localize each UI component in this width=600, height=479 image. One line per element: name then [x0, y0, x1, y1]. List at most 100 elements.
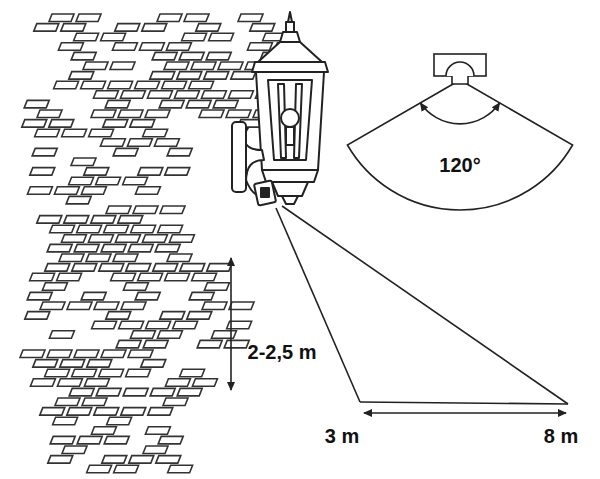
brick [143, 129, 168, 137]
brick [64, 216, 89, 224]
brick [101, 244, 126, 252]
brick [91, 110, 116, 118]
brick [69, 388, 94, 396]
brick [62, 446, 87, 454]
brick [213, 100, 238, 108]
brick [135, 187, 160, 195]
brick [71, 158, 96, 166]
brick [77, 225, 102, 233]
distance-dimension: 8 m [544, 426, 578, 446]
brick [59, 254, 84, 262]
brick [115, 235, 140, 243]
brick [77, 436, 102, 444]
brick [189, 81, 214, 89]
sector-outline [320, 40, 600, 230]
brick [83, 62, 108, 70]
brick [20, 350, 45, 358]
angle-label: 120° [439, 155, 480, 175]
brick [123, 177, 148, 185]
brick [196, 24, 221, 32]
brick [55, 398, 80, 406]
brick [91, 216, 116, 224]
brick [168, 465, 193, 473]
brick [197, 340, 222, 348]
brick [103, 120, 128, 128]
brick [163, 398, 188, 406]
brick [24, 100, 49, 108]
brick [118, 110, 143, 118]
brick [167, 148, 192, 156]
brick [166, 43, 191, 51]
brick [94, 408, 119, 416]
brick [74, 350, 99, 358]
brick [30, 379, 55, 387]
brick [112, 43, 137, 51]
brick [108, 81, 133, 89]
brick [165, 379, 190, 387]
brick [88, 235, 113, 243]
brick [164, 62, 189, 70]
brick [160, 312, 185, 320]
brick [40, 408, 65, 416]
brick [49, 14, 74, 22]
brick [67, 408, 92, 416]
brick [131, 225, 156, 233]
brick [54, 81, 79, 89]
brick [135, 81, 160, 89]
brick [160, 206, 185, 214]
brick [94, 302, 119, 310]
brick [60, 360, 85, 368]
brick [139, 43, 164, 51]
brick [226, 110, 251, 118]
brick [192, 273, 217, 281]
brick [111, 273, 136, 281]
brick [199, 110, 224, 118]
brick [127, 139, 152, 147]
brick [66, 196, 91, 204]
brick [157, 331, 182, 339]
brick [50, 436, 75, 444]
brick [115, 24, 140, 32]
brick [247, 43, 272, 51]
brick [22, 120, 47, 128]
brick [152, 52, 177, 60]
brick [61, 24, 86, 32]
brick [74, 33, 99, 41]
brick [169, 235, 194, 243]
brick [114, 465, 139, 473]
brick [186, 100, 211, 108]
brick [91, 427, 116, 435]
brick [58, 43, 83, 51]
brick [211, 331, 236, 339]
brick [96, 388, 121, 396]
brick [204, 283, 229, 291]
brick [47, 244, 72, 252]
brick [37, 216, 62, 224]
brick [99, 264, 124, 272]
brick [142, 24, 167, 32]
brick [157, 14, 182, 22]
brick [229, 302, 254, 310]
coverage-sector: 120° [320, 40, 600, 230]
brick [74, 244, 99, 252]
brick [209, 33, 234, 41]
brick [119, 321, 144, 329]
brick [93, 91, 118, 99]
brick [30, 273, 55, 281]
brick [67, 302, 92, 310]
brick [104, 436, 129, 444]
brick [126, 369, 151, 377]
brick [145, 110, 170, 118]
distance-arrow [364, 412, 566, 414]
brick [87, 360, 112, 368]
brick [177, 388, 202, 396]
brick [141, 360, 166, 368]
brick [153, 264, 178, 272]
brick [179, 52, 204, 60]
brick [147, 91, 172, 99]
brick [133, 206, 158, 214]
brick [123, 388, 148, 396]
brick [57, 379, 82, 387]
brick [25, 312, 50, 320]
